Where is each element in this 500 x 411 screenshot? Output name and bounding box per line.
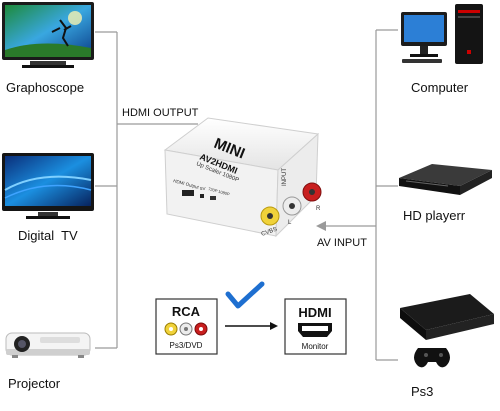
rca-box: RCA Ps3/DVD	[155, 298, 218, 355]
ps3-label: Ps3	[411, 384, 433, 399]
computer-image	[401, 4, 483, 64]
hd-player-image	[399, 164, 492, 195]
digital-tv-label: Digital TV	[18, 228, 78, 243]
input-label: INPUT	[282, 168, 288, 186]
rca-sub-label: Ps3/DVD	[170, 341, 203, 350]
graphoscope-label: Graphoscope	[6, 80, 84, 95]
hdmi-title: HDMI	[298, 305, 331, 320]
graphoscope-image	[2, 2, 94, 68]
hdmi-sub-label: Monitor	[302, 342, 329, 351]
hdmi-output-label: HDMI OUTPUT	[122, 107, 199, 119]
check-icon	[225, 281, 265, 309]
computer-label: Computer	[411, 80, 469, 95]
av-input-arrowhead	[316, 221, 326, 231]
hdmi-box: HDMI Monitor	[284, 298, 347, 355]
l-label: L	[288, 220, 292, 226]
right-bracket-lines	[322, 29, 398, 361]
av2hdmi-adapter: MINI AV2HDMI Up Scaler 1080P INPUT CVBS …	[163, 117, 322, 238]
left-bracket-lines	[95, 31, 198, 349]
digital-tv-image	[2, 153, 94, 219]
mode-switch	[210, 196, 216, 200]
ps3-image	[400, 294, 494, 368]
r-label: R	[316, 206, 321, 212]
rca-title: RCA	[172, 304, 201, 319]
mode-label: 720P 1080P	[208, 186, 231, 197]
power-label: 5V	[200, 186, 206, 191]
hd-player-label: HD playerr	[403, 208, 466, 223]
projector-label: Projector	[8, 376, 61, 391]
hdmi-output-port	[182, 190, 194, 196]
av-input-label: AV INPUT	[317, 237, 367, 249]
projector-image	[5, 332, 91, 358]
flow-arrow-icon	[225, 322, 278, 330]
hdmi-port-label: HDMI Output	[173, 178, 200, 190]
cvbs-label: CVBS	[261, 227, 278, 238]
power-port	[200, 194, 204, 198]
